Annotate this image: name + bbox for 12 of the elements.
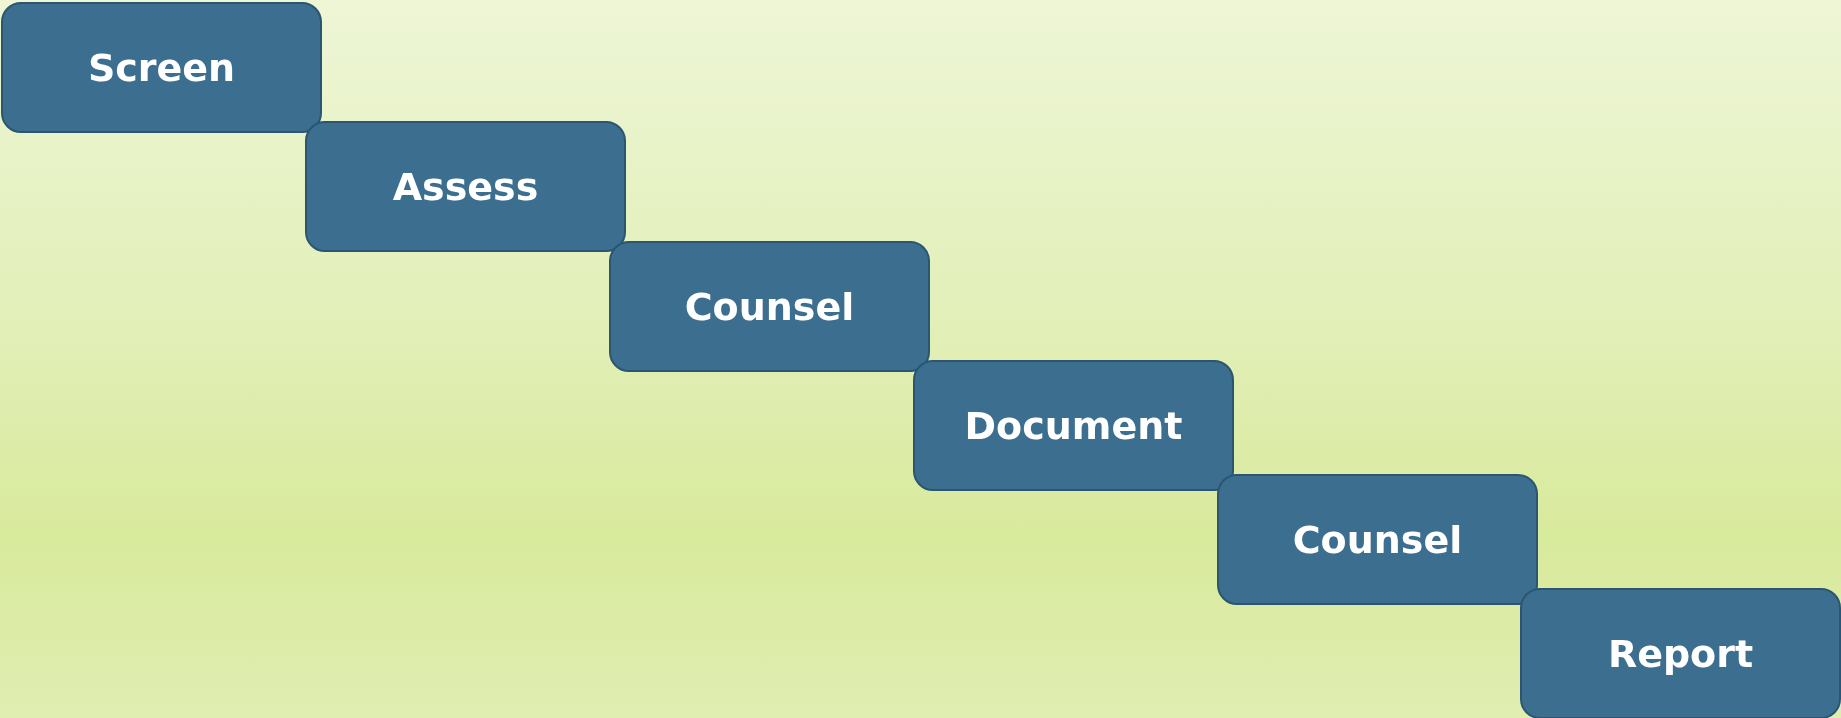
process-box [305,121,626,252]
step-label: Assess [392,164,539,209]
process-box [1520,588,1841,718]
process-box [609,241,930,372]
step-label: Document [964,403,1183,448]
process-box [913,360,1234,491]
process-box [1,2,322,133]
step-label: Counsel [684,284,855,329]
step-label: Counsel [1292,517,1463,562]
step-label: Screen [87,45,236,90]
step-label: Report [1607,631,1754,676]
process-box [1217,474,1538,605]
